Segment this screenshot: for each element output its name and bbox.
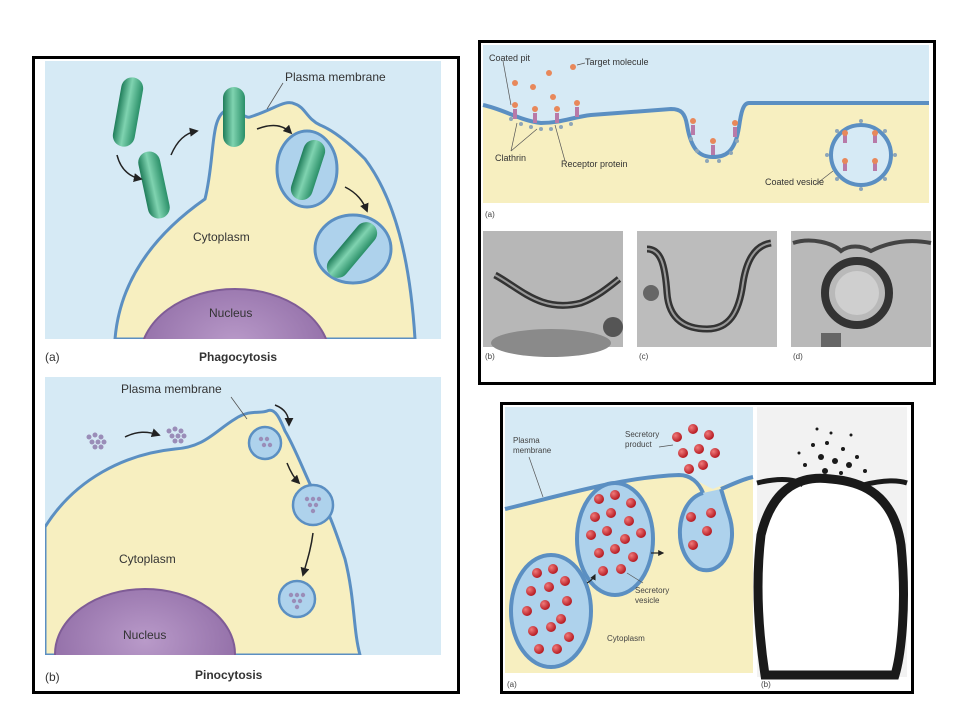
exocytosis-panel: Plasma membrane Secretory product Secret… — [500, 402, 914, 694]
phagocytosis-pinocytosis-panel: Plasma membrane Cytoplasm Nucleus (a) Ph… — [32, 56, 460, 694]
micrograph-c — [637, 231, 777, 347]
exo-panel-a-letter: (a) — [507, 680, 517, 689]
phago-panel-letter: (a) — [45, 350, 60, 364]
micrograph-d-letter: (d) — [793, 352, 803, 361]
phago-plasma-membrane-label: Plasma membrane — [285, 70, 386, 84]
phago-nucleus-label: Nucleus — [209, 306, 252, 320]
exo-secretory-product-line1: Secretory — [625, 430, 659, 439]
exo-cytoplasm-label: Cytoplasm — [607, 634, 645, 643]
phago-cytoplasm-label: Cytoplasm — [193, 230, 250, 244]
pino-panel-letter: (b) — [45, 670, 60, 684]
coated-vesicle-label: Coated vesicle — [765, 177, 824, 187]
exo-secretory-product-line2: product — [625, 440, 652, 449]
receptor-protein-label: Receptor protein — [561, 159, 628, 169]
exo-secretory-vesicle-line2: vesicle — [635, 596, 660, 605]
phagocytosis-illustration — [45, 61, 441, 339]
receptor-endocytosis-panel: Coated pit Target molecule Clathrin Rece… — [478, 40, 936, 385]
target-molecule-label: Target molecule — [585, 57, 649, 67]
exo-plasma-label-line1: Plasma — [513, 436, 540, 445]
micrograph-d — [791, 231, 932, 347]
coated-vesicle-shape — [829, 123, 893, 187]
exo-secretory-vesicle-line1: Secretory — [635, 586, 669, 595]
micrograph-b — [483, 231, 623, 357]
exo-plasma-label-line2: membrane — [513, 446, 552, 455]
endocytosis-panel-a-letter: (a) — [485, 210, 495, 219]
pino-cytoplasm-label: Cytoplasm — [119, 552, 176, 566]
pino-nucleus-label: Nucleus — [123, 628, 166, 642]
pinocytosis-illustration — [45, 377, 441, 655]
micrograph-c-letter: (c) — [639, 352, 649, 361]
exo-panel-b-letter: (b) — [761, 680, 771, 689]
clathrin-label: Clathrin — [495, 153, 526, 163]
pino-plasma-membrane-label: Plasma membrane — [121, 382, 222, 396]
exocytosis-diagram: Plasma membrane Secretory product Secret… — [504, 407, 908, 689]
phagocytosis-pinocytosis-diagram: Plasma membrane Cytoplasm Nucleus (a) Ph… — [45, 61, 441, 684]
phagocytosis-title: Phagocytosis — [199, 350, 277, 364]
pinocytosis-title: Pinocytosis — [195, 668, 263, 682]
coated-pit-label: Coated pit — [489, 53, 531, 63]
micrograph-b-letter: (b) — [485, 352, 495, 361]
receptor-endocytosis-diagram: Coated pit Target molecule Clathrin Rece… — [482, 45, 932, 361]
exocytosis-micrograph — [753, 407, 908, 680]
